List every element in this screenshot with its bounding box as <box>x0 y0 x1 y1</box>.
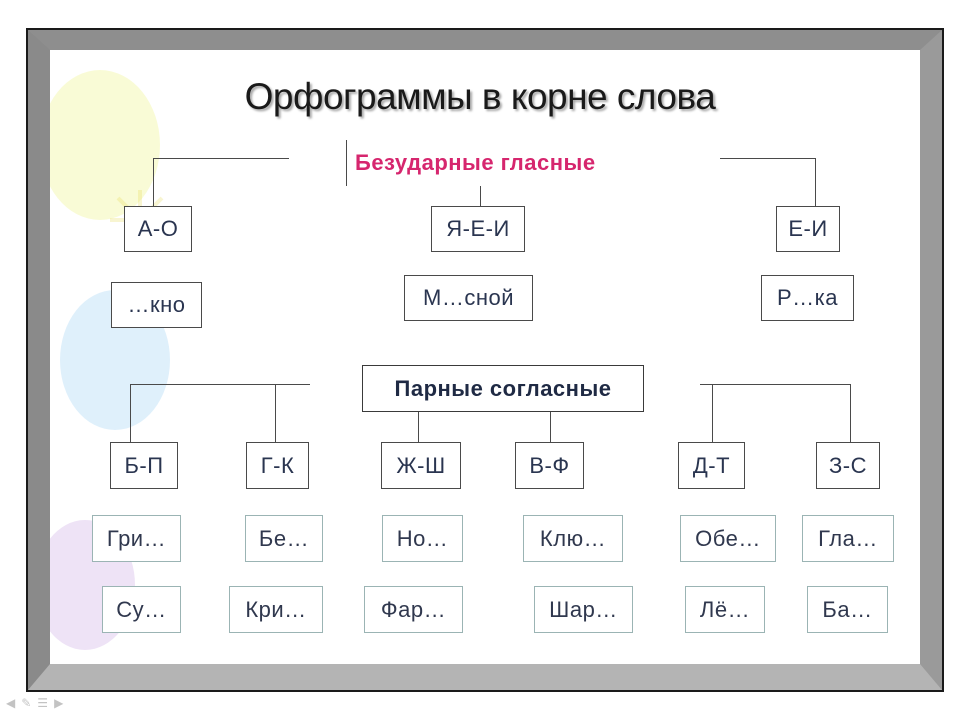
consonant-example: Бе… <box>245 515 323 562</box>
slideshow-toolbar: ◀ ✎ ☰ ▶ <box>6 696 63 710</box>
pen-icon[interactable]: ✎ <box>21 696 32 710</box>
vowel-example: Р…ка <box>761 275 854 321</box>
connector-line <box>153 158 154 206</box>
vowel-example: …кно <box>111 282 202 328</box>
consonant-example: Лё… <box>685 586 765 633</box>
consonant-pair-v-f: В-Ф <box>515 442 584 489</box>
connector-line <box>275 384 276 442</box>
consonant-pair-d-t: Д-Т <box>678 442 745 489</box>
connector-line <box>700 384 850 385</box>
connector-line <box>712 384 713 442</box>
connector-line <box>815 158 816 206</box>
vowel-pair-a-o: А-О <box>124 206 192 252</box>
slide-title: Орфограммы в корне слова <box>244 76 716 117</box>
consonant-example: Клю… <box>523 515 623 562</box>
connector-line <box>480 186 481 206</box>
arrow-right-icon[interactable]: ▶ <box>54 696 64 710</box>
vowel-pair-ya-e-i: Я-Е-И <box>431 206 525 252</box>
consonant-example: Обе… <box>680 515 776 562</box>
consonant-example: Кри… <box>229 586 323 633</box>
consonant-example: Ба… <box>807 586 888 633</box>
connector-line <box>720 158 816 159</box>
balloon-yellow-icon <box>50 70 160 220</box>
connector-line <box>130 384 131 442</box>
consonant-pair-b-p: Б-П <box>110 442 178 489</box>
connector-line <box>130 384 310 385</box>
connector-line <box>550 412 551 442</box>
connector-line <box>850 384 851 442</box>
consonant-pair-g-k: Г-К <box>246 442 309 489</box>
consonant-example: Су… <box>102 586 181 633</box>
consonant-pair-zh-sh: Ж-Ш <box>381 442 461 489</box>
vowel-pair-e-i: Е-И <box>776 206 840 252</box>
connector-line <box>418 412 419 442</box>
arrow-left-icon[interactable]: ◀ <box>6 696 16 710</box>
consonant-example: Шар… <box>534 586 633 633</box>
consonants-heading: Парные согласные <box>362 365 644 412</box>
consonant-example: Но… <box>382 515 463 562</box>
consonant-example: Гри… <box>92 515 181 562</box>
menu-icon[interactable]: ☰ <box>37 696 49 710</box>
consonant-pair-z-s: З-С <box>816 442 880 489</box>
connector-line <box>153 158 289 159</box>
vowels-heading: Безударные гласные <box>346 140 676 186</box>
vowel-example: М…сной <box>404 275 533 321</box>
consonant-example: Фар… <box>364 586 463 633</box>
consonant-example: Гла… <box>802 515 894 562</box>
